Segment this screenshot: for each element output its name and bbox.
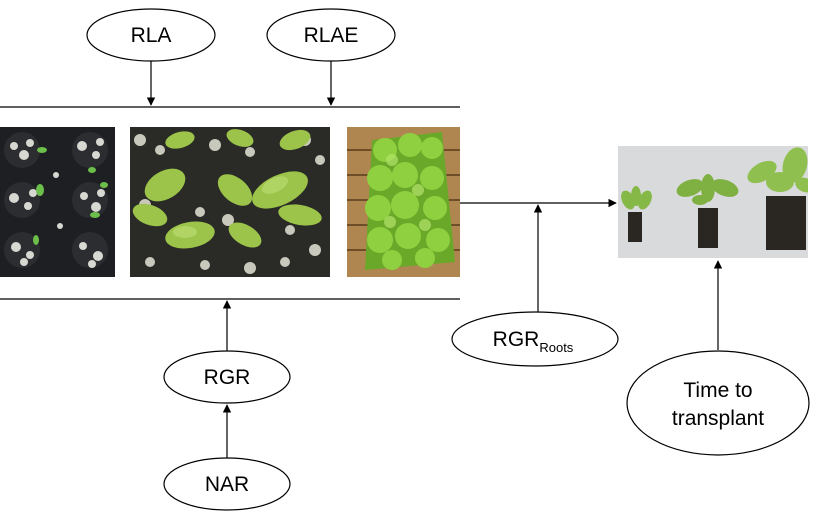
node-rgr-label: RGR: [204, 366, 251, 389]
node-rlae-label: RLAE: [304, 24, 359, 47]
seedling-tray-photo: [0, 127, 115, 277]
node-nar-label: NAR: [205, 473, 249, 496]
node-time-to-transplant: Time to transplant: [626, 350, 810, 456]
time-label-line2: transplant: [672, 407, 764, 430]
node-rgr: RGR: [163, 350, 291, 404]
rgr-roots-subscript: Roots: [539, 340, 573, 355]
node-rla: RLA: [86, 8, 216, 62]
node-rlae: RLAE: [266, 8, 396, 62]
node-rgr-roots-label: RGRRoots: [493, 328, 574, 355]
time-label-line1: Time to: [683, 379, 752, 402]
transplants-photo: [618, 146, 808, 258]
lettuce-tray-pallet-photo: [347, 127, 460, 277]
node-rla-label: RLA: [131, 24, 172, 47]
node-rgr-roots: RGRRoots: [451, 311, 619, 367]
lettuce-seedlings-photo: [130, 127, 330, 277]
node-nar: NAR: [163, 457, 291, 511]
rgr-roots-main: RGR: [493, 328, 540, 351]
